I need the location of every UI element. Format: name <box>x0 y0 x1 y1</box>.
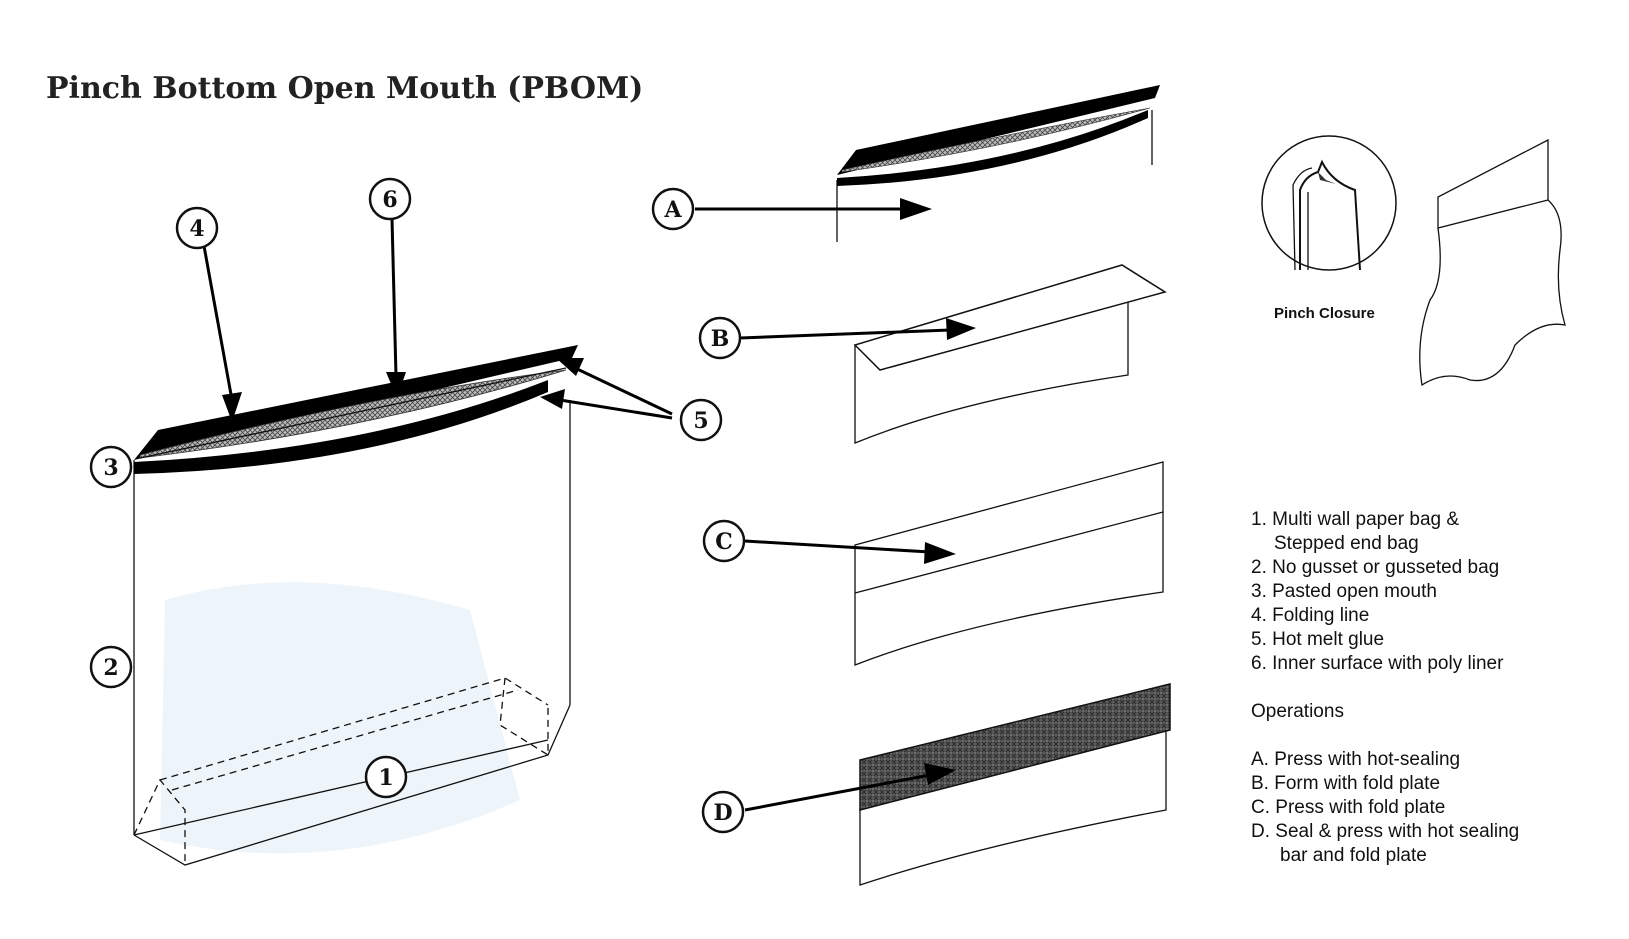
legend-item-3: 3. Pasted open mouth <box>1251 581 1437 602</box>
callout-d: D <box>701 790 745 834</box>
bag-bottom-front <box>133 704 571 866</box>
bag-glue-strip <box>134 380 548 474</box>
legend-item-1: 1. Multi wall paper bag & <box>1251 509 1459 530</box>
step-d-arrow <box>744 763 956 812</box>
svg-text:D: D <box>713 800 732 826</box>
legend-item-4: 4. Folding line <box>1251 605 1369 626</box>
legend-item-1-cont: Stepped end bag <box>1274 533 1419 554</box>
callout-6: 6 <box>368 177 412 221</box>
bag-tint <box>160 582 520 854</box>
callout-1: 1 <box>364 755 408 799</box>
operation-b: B. Form with fold plate <box>1251 773 1440 794</box>
callout-c: C <box>702 519 746 563</box>
svg-text:2: 2 <box>103 655 118 681</box>
svg-text:B: B <box>711 326 730 352</box>
callout-5: 5 <box>679 398 723 442</box>
pinch-closure-detail <box>1261 135 1397 271</box>
bag-bottom-dashed-left <box>133 778 186 865</box>
operation-c: C. Press with fold plate <box>1251 797 1445 818</box>
legend: 1. Multi wall paper bag & Stepped end ba… <box>1251 509 1519 866</box>
callout-2: 2 <box>89 645 133 689</box>
bag-bottom-dashed-right <box>499 677 549 757</box>
step-d-illustration <box>859 683 1171 886</box>
operations-heading: Operations <box>1251 701 1344 722</box>
operation-a: A. Press with hot-sealing <box>1251 749 1460 770</box>
operation-d: D. Seal & press with hot sealing <box>1251 821 1519 842</box>
step-d-seal-band <box>859 683 1171 811</box>
main-callout-arrows <box>202 218 673 422</box>
step-a-illustration <box>836 85 1160 242</box>
step-b-flap <box>853 264 1167 371</box>
svg-text:4: 4 <box>189 216 204 242</box>
svg-text:5: 5 <box>693 408 708 434</box>
legend-item-5: 5. Hot melt glue <box>1251 629 1384 650</box>
svg-text:A: A <box>663 197 682 223</box>
step-b-arrow <box>739 318 976 340</box>
callout-4: 4 <box>175 206 219 250</box>
main-bag-illustration <box>133 345 578 866</box>
svg-text:1: 1 <box>378 765 393 791</box>
step-b-illustration <box>853 264 1167 444</box>
svg-text:6: 6 <box>382 187 397 213</box>
legend-item-2: 2. No gusset or gusseted bag <box>1251 557 1499 578</box>
svg-text:3: 3 <box>103 455 118 481</box>
step-c-illustration <box>854 461 1164 666</box>
bag-bottom-inner <box>133 739 549 836</box>
step-a-arrow <box>695 198 932 220</box>
operation-d-cont: bar and fold plate <box>1280 845 1427 866</box>
step-c-arrow <box>744 539 956 564</box>
pinch-bag-outline <box>1419 138 1566 387</box>
pinch-closure-caption: Pinch Closure <box>1274 305 1375 322</box>
legend-item-6: 6. Inner surface with poly liner <box>1251 653 1504 674</box>
svg-text:C: C <box>715 529 733 555</box>
bag-bottom-dashed-top2 <box>171 689 519 791</box>
callout-3: 3 <box>89 445 133 489</box>
callout-b: B <box>698 316 742 360</box>
page-title: Pinch Bottom Open Mouth (PBOM) <box>46 71 643 106</box>
callout-a: A <box>651 187 695 231</box>
